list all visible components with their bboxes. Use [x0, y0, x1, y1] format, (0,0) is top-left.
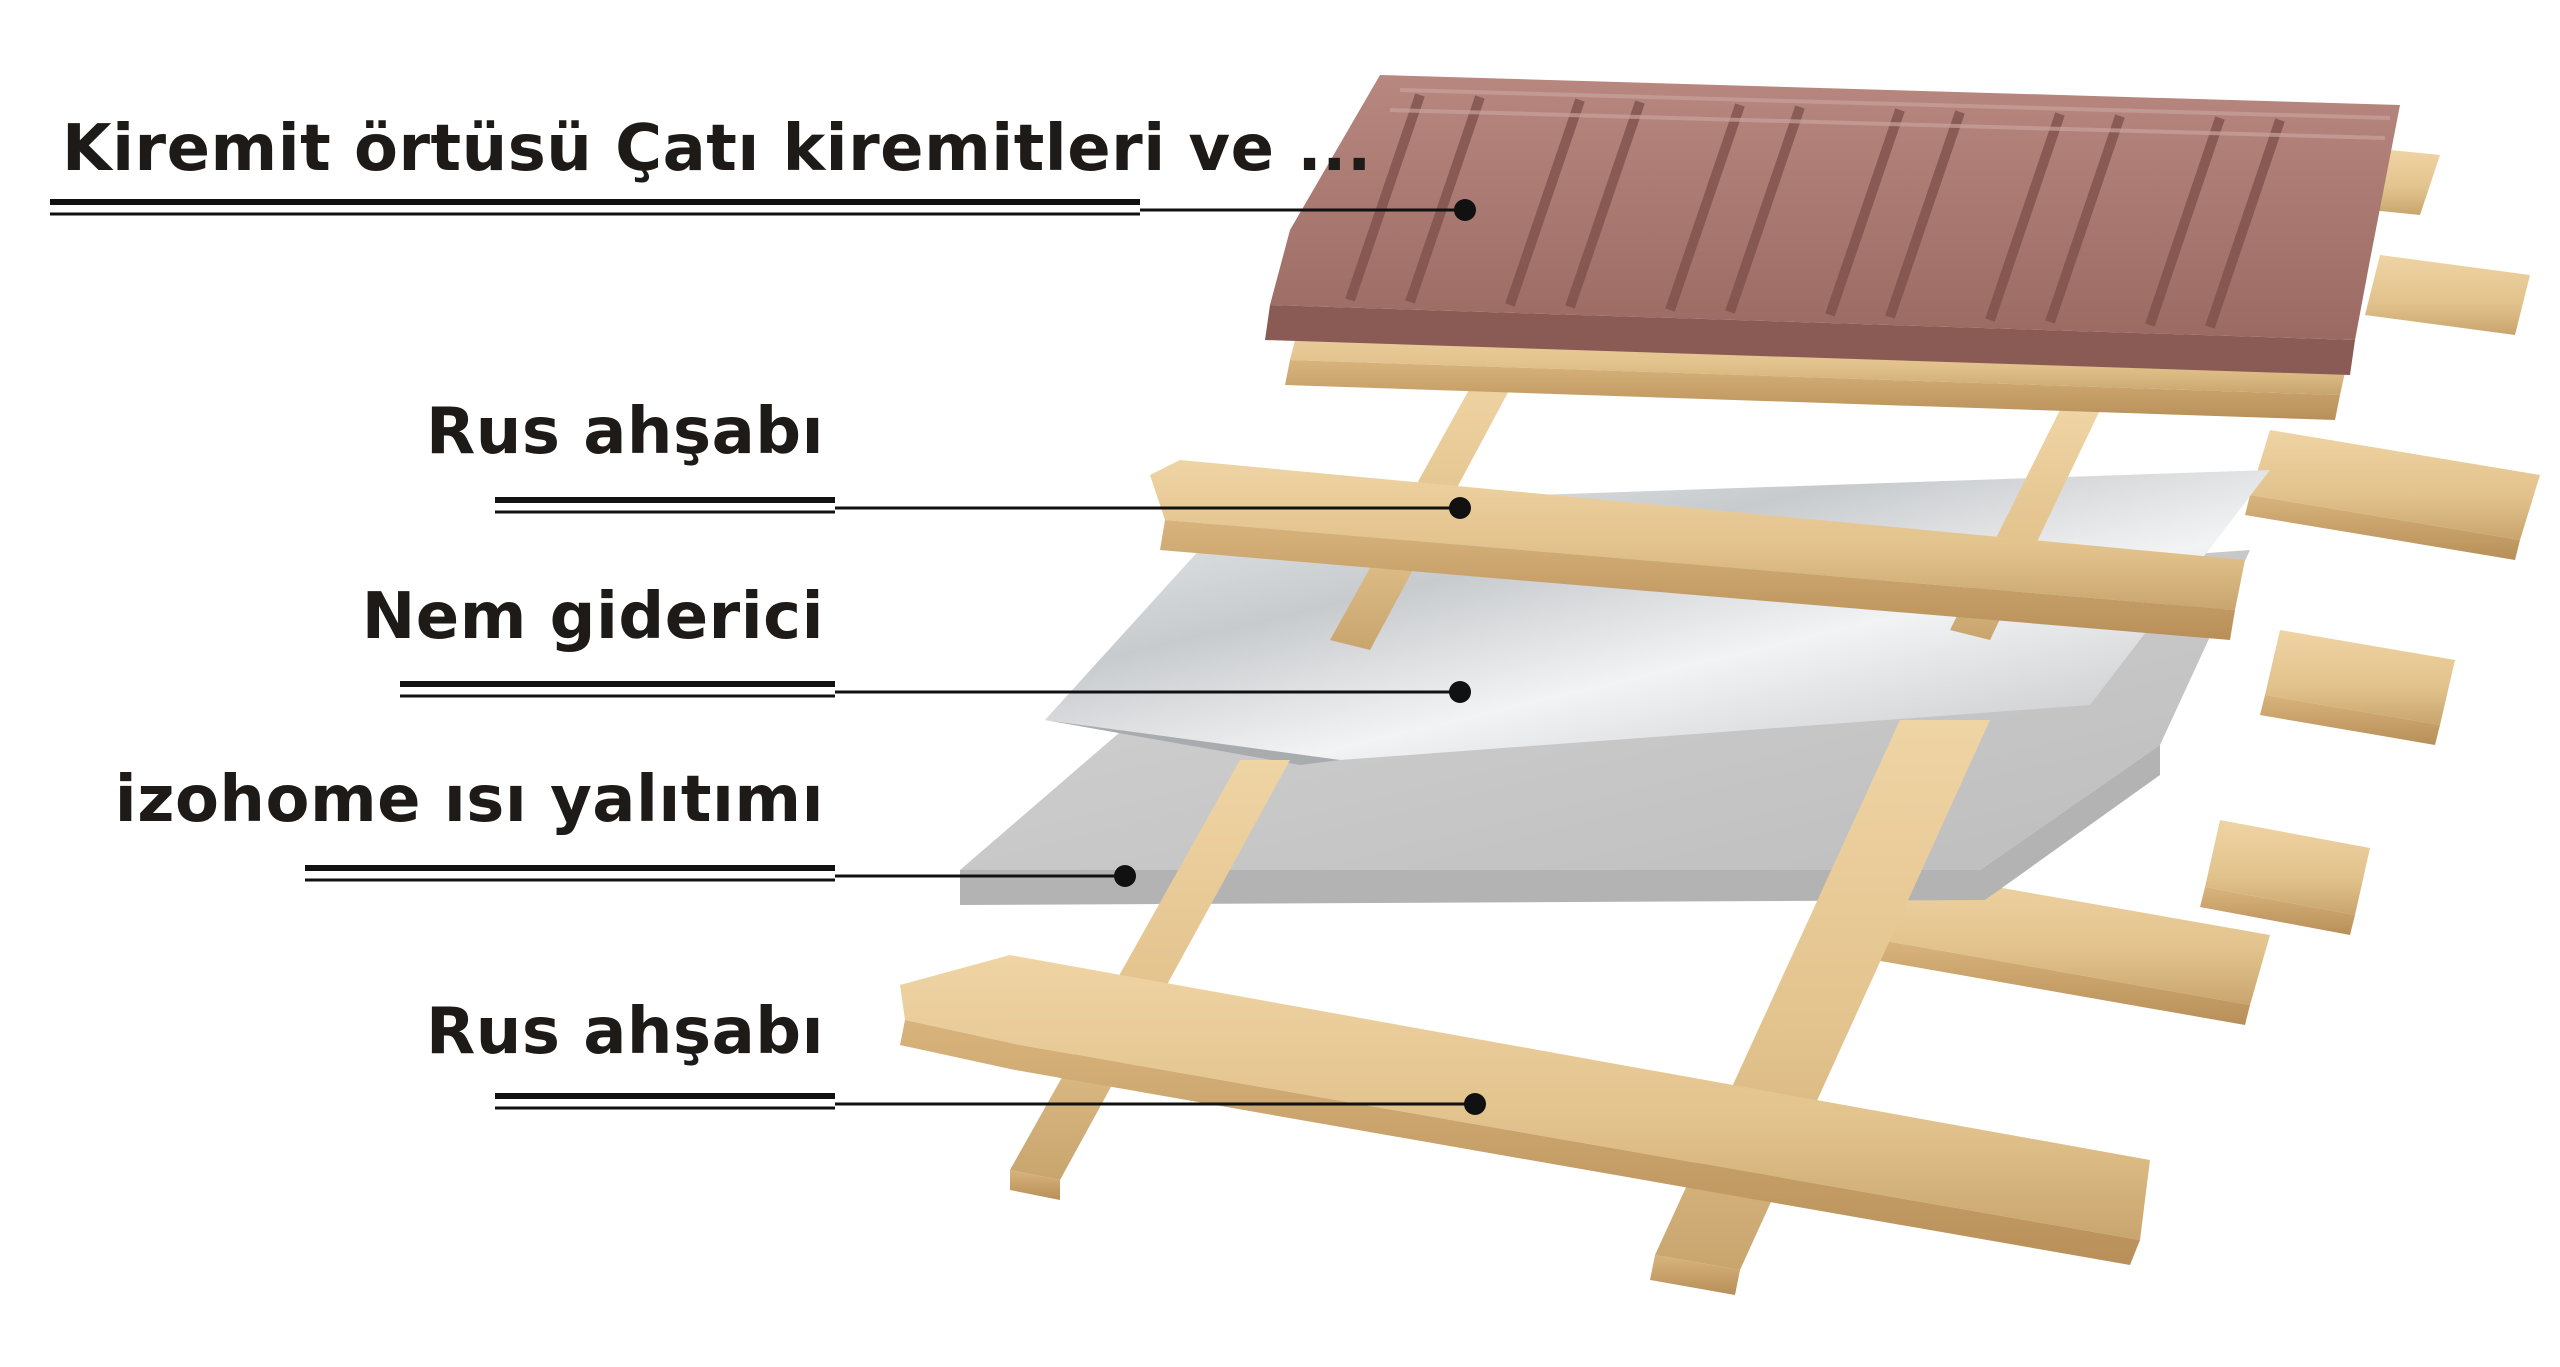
label-upper-batten: Rus ahşabı: [426, 395, 824, 469]
lower-battens-back: [1875, 430, 2540, 1025]
label-insulation: izohome ısı yalıtımı: [114, 763, 824, 837]
roof-tiles: [1265, 75, 2400, 375]
lower-batten-front: [900, 955, 2150, 1265]
label-lower-batten: Rus ahşabı: [426, 995, 824, 1069]
label-roof-tiles: Kiremit örtüsü Çatı kiremitleri ve ...: [62, 112, 1372, 186]
upper-batten: [1150, 460, 2245, 640]
leader-dots: [1114, 199, 1486, 1115]
leader-lines: [50, 199, 1475, 1110]
label-vapor-barrier: Nem giderici: [361, 580, 824, 654]
